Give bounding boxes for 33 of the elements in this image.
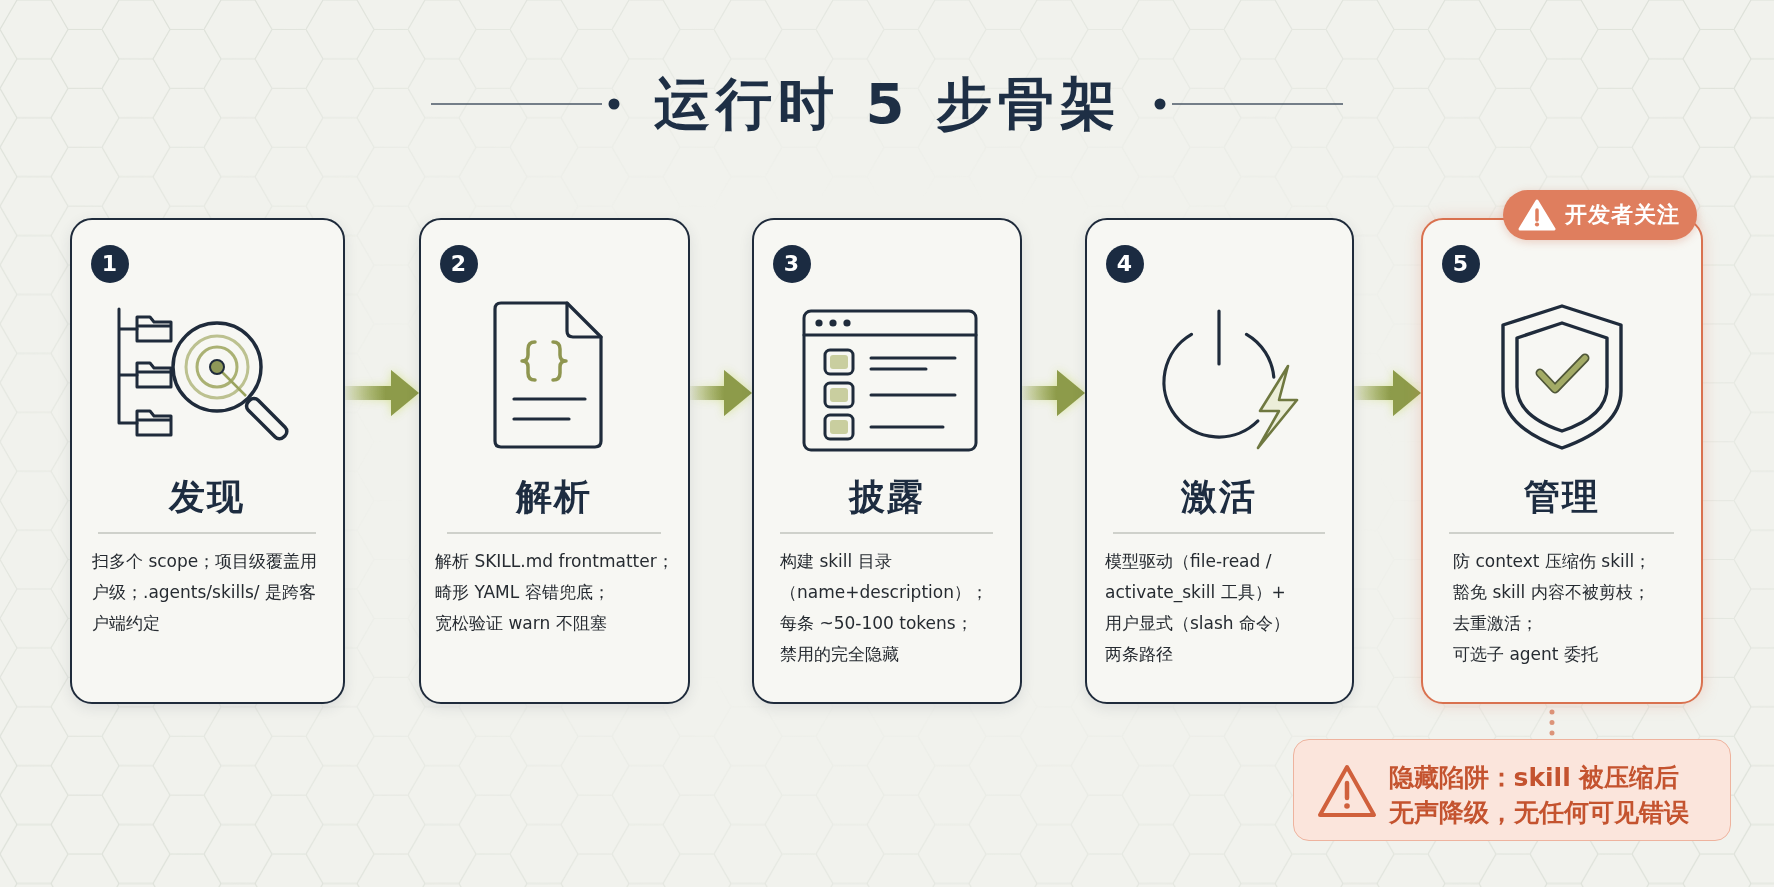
step-number: 2 <box>439 244 478 283</box>
step-description: 模型驱动（file-read / activate_skill 工具）+ 用户显式（slash 命令）两条路径 <box>1105 550 1292 666</box>
diagram-title: 运行时 5 步骨架 <box>654 71 1122 137</box>
flow-arrow <box>690 369 752 417</box>
step-card <box>70 218 345 704</box>
step-description: 去重激活； <box>1453 612 1539 635</box>
badge-label: 开发者关注 <box>1565 201 1680 229</box>
step-description: 豁免 skill 内容不被剪枝； <box>1453 581 1651 604</box>
step-title: 管理 <box>1523 475 1600 519</box>
step-description: 构建 skill 目录（name+description）；每条 ~50-100 tokens；禁用的完全隐藏 <box>780 550 989 666</box>
step-title: 发现 <box>169 475 245 519</box>
step-card <box>752 218 1022 704</box>
flow-arrow <box>1354 369 1421 417</box>
step-title: 披露 <box>848 475 925 519</box>
attention-badge <box>1503 190 1697 240</box>
flow-arrow <box>345 369 419 417</box>
step-description: 宽松验证 warn 不阻塞 <box>435 612 608 635</box>
step-title: 解析 <box>516 475 592 519</box>
step-description: 可选子 agent 委托 <box>1453 643 1599 666</box>
step-description: 解析 SKILL.md frontmatter； <box>435 550 675 573</box>
step-description: 防 context 压缩伤 skill； <box>1453 550 1653 573</box>
step-number: 1 <box>90 244 129 283</box>
step-number: 3 <box>772 244 811 283</box>
step-card <box>419 218 690 704</box>
warning-text: 隐藏陷阱：skill 被压缩后无声降级，无任何可见错误 <box>1388 762 1690 829</box>
flow-arrow <box>1022 369 1085 417</box>
step-card <box>1085 218 1354 704</box>
step-number: 5 <box>1441 244 1480 283</box>
step-title: 激活 <box>1181 475 1257 519</box>
warning-callout <box>1293 739 1731 841</box>
step-description: 畸形 YAML 容错兜底； <box>435 581 611 604</box>
step-number: 4 <box>1105 244 1144 283</box>
step-description: 扫多个 scope；项目级覆盖用户级；.agents/skills/ 是跨客户端约定 <box>92 550 319 635</box>
